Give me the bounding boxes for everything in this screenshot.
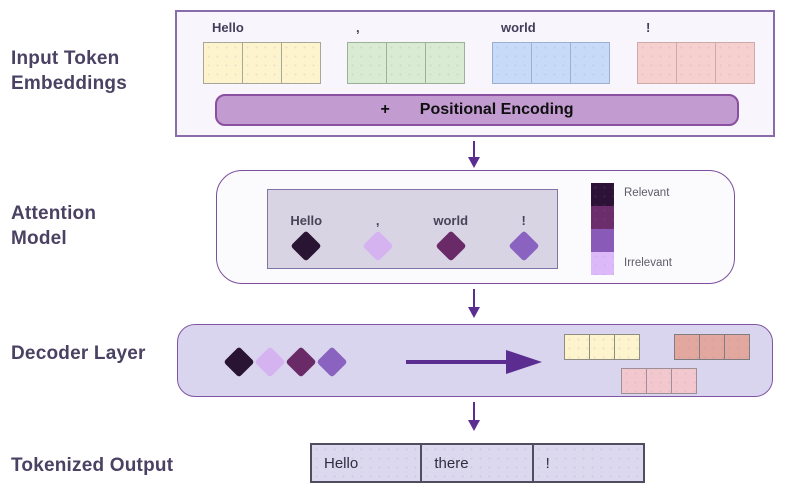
output-token-group-pink [621, 368, 697, 394]
token-group-world: world [492, 20, 612, 84]
embedding-cell [203, 42, 243, 84]
relevance-legend: Relevant Irrelevant [591, 183, 672, 275]
output-cell: Hello [312, 445, 423, 481]
attention-token-comma: , [362, 213, 394, 262]
legend-relevant-label: Relevant [624, 187, 670, 199]
decoder-layer-label: Decoder Layer [11, 343, 146, 364]
positional-encoding-bar: + Positional Encoding [215, 94, 739, 126]
embedding-cell [531, 42, 571, 84]
token-cell [589, 334, 615, 360]
attention-model-label: Attention Model [11, 203, 97, 250]
embedding-cell [715, 42, 755, 84]
embedding-cell [281, 42, 321, 84]
token-group-exclaim: ! [637, 20, 757, 84]
token-cell [564, 334, 590, 360]
token-label: , [356, 20, 360, 35]
embedding-cell [386, 42, 426, 84]
token-label: world [433, 213, 469, 228]
down-arrow-icon [468, 289, 480, 318]
token-cell [646, 368, 672, 394]
embedding-cells [492, 42, 612, 84]
relevance-diamond-icon [508, 230, 540, 262]
output-token-group-yellow [564, 334, 640, 360]
token-label: ! [646, 20, 651, 35]
embedding-cell [492, 42, 532, 84]
token-group-comma: , [347, 20, 467, 84]
positional-encoding-text: Positional Encoding [419, 101, 574, 118]
relevance-diamond-icon [285, 345, 317, 378]
token-cell [699, 334, 725, 360]
embedding-cells [203, 42, 323, 84]
token-label: ! [521, 213, 526, 228]
legend-irrelevant-label: Irrelevant [624, 257, 672, 269]
decoder-diamonds [223, 325, 348, 398]
embedding-cell [242, 42, 282, 84]
relevance-diamond-icon [362, 230, 394, 262]
embedding-cells [637, 42, 757, 84]
attention-token-hello: Hello [290, 213, 323, 262]
relevance-diamond-icon [223, 345, 255, 378]
down-arrow-icon [468, 141, 480, 168]
embedding-cell [570, 42, 610, 84]
token-label: Hello [290, 213, 323, 228]
relevance-diamond-icon [316, 345, 348, 378]
relevance-diamond-icon [254, 345, 286, 378]
relevance-diamond-icon [435, 230, 467, 262]
input-embeddings-section: Hello , world ! [175, 10, 775, 137]
legend-swatch [591, 206, 614, 229]
embedding-cell [347, 42, 387, 84]
down-arrow-icon [468, 402, 480, 431]
tokenized-output-label: Tokenized Output [11, 455, 174, 476]
token-cell [671, 368, 697, 394]
token-label: , [375, 213, 380, 228]
legend-swatch [591, 229, 614, 252]
decoder-layer-section [177, 324, 773, 397]
output-token-group-salmon [674, 334, 750, 360]
token-group-hello: Hello [203, 20, 323, 84]
input-embeddings-label: Input Token Embeddings [11, 48, 128, 95]
token-cell [614, 334, 640, 360]
token-cell [621, 368, 647, 394]
token-label: Hello [212, 20, 244, 35]
embedding-cell [425, 42, 465, 84]
legend-swatch [591, 183, 614, 206]
token-label: world [501, 20, 536, 35]
attention-inner-box: Hello , world ! [267, 189, 558, 269]
legend-swatch [591, 252, 614, 275]
output-cell: ! [533, 445, 643, 481]
attention-token-world: world [433, 213, 469, 262]
embedding-cells [347, 42, 467, 84]
token-cell [674, 334, 700, 360]
attention-model-section: Hello , world ! Relevant Irrelevant [216, 170, 735, 284]
tokenized-output-table: Hello there ! [310, 443, 645, 483]
embedding-cell [637, 42, 677, 84]
plus-operator: + [380, 101, 390, 118]
attention-token-exclaim: ! [508, 213, 540, 262]
relevance-diamond-icon [290, 230, 322, 262]
token-cell [724, 334, 750, 360]
embedding-cell [676, 42, 716, 84]
right-arrow-icon [406, 350, 542, 374]
output-cell: there [422, 445, 534, 481]
